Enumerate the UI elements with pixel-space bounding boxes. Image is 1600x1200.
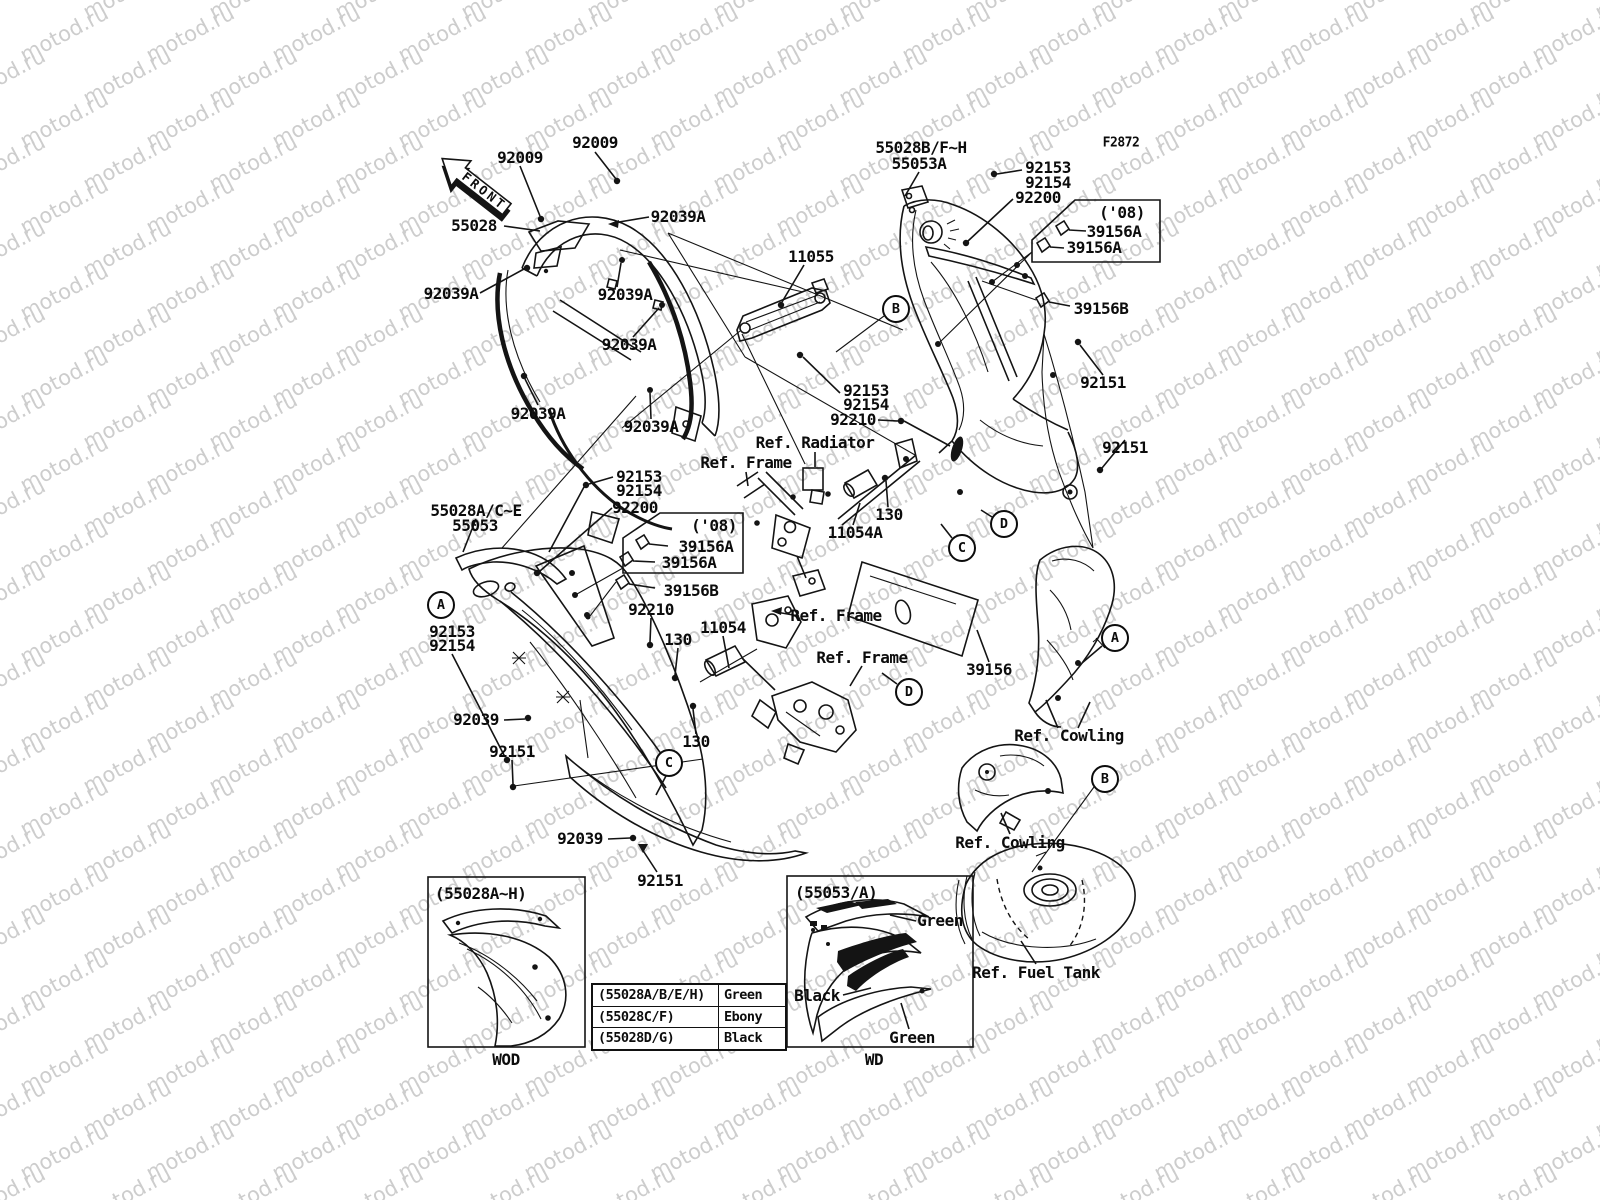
color-table: (55028A/B/E/H)Green(55028C/F)Ebony(55028… — [591, 983, 787, 1051]
part-label: 92153 — [843, 381, 889, 400]
part-label: 92154 — [1025, 173, 1071, 192]
color-table-color-cell: Ebony — [724, 1008, 763, 1025]
part-label: 39156A — [1086, 222, 1142, 241]
part-label: 130 — [875, 505, 903, 524]
part-label: 130 — [682, 732, 710, 751]
part-label: Ref. Frame — [790, 606, 882, 625]
section-marker-c: C — [655, 749, 683, 777]
section-marker-b: B — [882, 295, 910, 323]
part-label: 92210 — [628, 600, 674, 619]
part-label: 92039A — [510, 404, 566, 423]
part-label: ('08) — [691, 516, 737, 535]
part-label: Ref. Cowling — [955, 833, 1065, 852]
part-label: 92154 — [616, 481, 662, 500]
part-label: 11055 — [788, 247, 834, 266]
color-table-row: (55028A/B/E/H) Green — [593, 985, 785, 1006]
part-label: 92200 — [612, 498, 658, 517]
option-boxes-art — [572, 199, 1161, 620]
part-label: 92009 — [572, 133, 618, 152]
part-label: 92039A — [601, 335, 657, 354]
part-label: 92039 — [453, 710, 499, 729]
part-label: 92210 — [830, 410, 876, 429]
part-label: 39156A — [678, 537, 734, 556]
color-table-row: (55028C/F) Ebony — [593, 1005, 785, 1027]
lower-cowling-art — [957, 743, 1064, 833]
inset-left-art — [427, 876, 586, 1048]
center-frame-art — [736, 454, 921, 597]
color-callout: Green — [889, 1028, 935, 1047]
part-label: 92151 — [489, 742, 535, 761]
part-label: 55028B/F~H — [875, 138, 967, 157]
part-label: 39156B — [663, 581, 719, 600]
part-label: 92154 — [429, 636, 475, 655]
lower-frame-art — [671, 595, 857, 766]
windshield-assembly-art — [495, 216, 720, 545]
part-label: 92153 — [616, 467, 662, 486]
part-label: Ref. Radiator — [755, 433, 875, 452]
inset-right-title: (55053/A) — [795, 883, 878, 902]
part-label: 39156 — [966, 660, 1012, 679]
section-marker-a: A — [427, 591, 455, 619]
part-label: 39156B — [1073, 299, 1129, 318]
part-label: 92200 — [1015, 188, 1061, 207]
section-marker-b: B — [1091, 765, 1119, 793]
color-callout: Green — [917, 911, 963, 930]
part-label: 11054A — [827, 523, 883, 542]
section-marker-a: A — [1101, 624, 1129, 652]
left-cowling-art — [454, 257, 810, 862]
part-label: 92154 — [843, 395, 889, 414]
inset-left-caption: WOD — [492, 1050, 520, 1069]
part-label: 39156A — [661, 553, 717, 572]
color-table-row: (55028D/G) Black — [593, 1027, 785, 1049]
color-table-color-cell: Green — [724, 987, 763, 1004]
fuel-tank-art — [955, 842, 1136, 963]
part-label: Ref. Frame — [816, 648, 908, 667]
part-label: 92153 — [429, 622, 475, 641]
part-label: ('08) — [1099, 203, 1145, 222]
part-label: 92039 — [557, 829, 603, 848]
part-label: Ref. Cowling — [1014, 726, 1124, 745]
section-marker-d: D — [990, 510, 1018, 538]
leader-lines — [451, 151, 1126, 965]
part-label: Ref. Fuel Tank — [972, 963, 1100, 982]
color-table-code-cell: (55028A/B/E/H) — [593, 985, 719, 1006]
heat-guard-art — [847, 560, 979, 658]
color-table-body: (55028A/B/E/H)Green(55028C/F)Ebony(55028… — [593, 985, 785, 1049]
part-label: 92039A — [650, 207, 706, 226]
right-small-cowl-art — [1028, 545, 1116, 728]
color-table-code-cell: (55028D/G) — [593, 1028, 719, 1049]
part-label: F2872 — [1102, 135, 1140, 151]
section-marker-d: D — [895, 678, 923, 706]
inset-left-title: (55028A~H) — [435, 884, 527, 903]
inset-right-caption: WD — [864, 1050, 884, 1069]
stay-11055-art — [736, 278, 831, 342]
part-label: 92153 — [1025, 158, 1071, 177]
part-label: 92151 — [1080, 373, 1126, 392]
part-label: 92009 — [497, 148, 543, 167]
part-label: 92151 — [637, 871, 683, 890]
part-label: 55053 — [452, 516, 498, 535]
part-label: 11054 — [700, 618, 746, 637]
part-label: 92039A — [423, 284, 479, 303]
part-label: 55028 — [451, 216, 497, 235]
inset-right-art — [786, 875, 974, 1048]
section-marker-c: C — [948, 534, 976, 562]
part-label: 92039A — [623, 417, 679, 436]
color-table-code-cell: (55028C/F) — [593, 1006, 719, 1027]
part-label: 55028A/C~E — [430, 501, 522, 520]
right-cowling-art — [894, 185, 1094, 549]
part-label: Ref. Frame — [700, 453, 792, 472]
part-label: 92039A — [597, 285, 653, 304]
color-callout: Black — [794, 986, 840, 1005]
part-label: 92151 — [1102, 438, 1148, 457]
color-table-color-cell: Black — [724, 1030, 763, 1047]
part-label: 130 — [664, 630, 692, 649]
part-label: 39156A — [1066, 238, 1122, 257]
part-label: 55053A — [891, 154, 947, 173]
